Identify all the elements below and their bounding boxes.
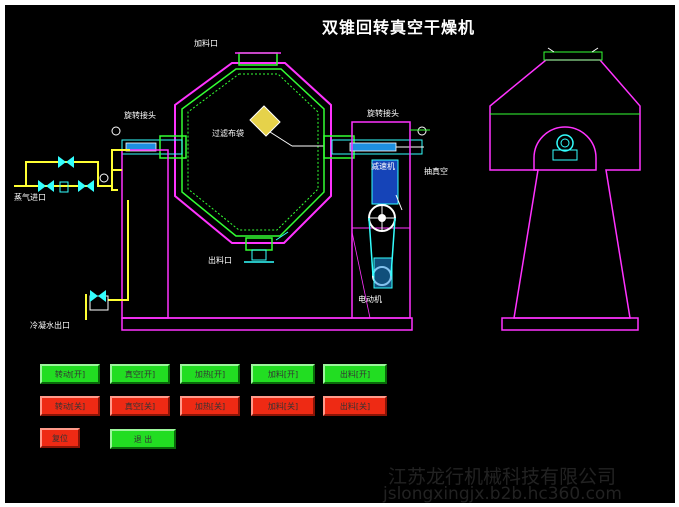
page-title: 双锥回转真空干燥机 bbox=[322, 18, 476, 37]
steam-pipeline bbox=[14, 149, 130, 320]
feed-on-button[interactable]: 加料[开] bbox=[251, 364, 315, 384]
rotate-on-button[interactable]: 转动[开] bbox=[40, 364, 100, 384]
discharge-on-button[interactable]: 出料[开] bbox=[323, 364, 387, 384]
vacuum-on-button[interactable]: 真空[开] bbox=[110, 364, 170, 384]
side-view bbox=[489, 47, 641, 331]
label-reducer: 减速机 bbox=[371, 162, 395, 171]
label-discharge: 出料口 bbox=[208, 256, 232, 265]
label-feed-inlet: 加料口 bbox=[194, 39, 218, 48]
label-steam-inlet: 蒸气进口 bbox=[14, 193, 46, 202]
vessel-outer-shell bbox=[174, 62, 332, 244]
hmi-panel bbox=[5, 5, 675, 503]
exit-button[interactable]: 退 出 bbox=[110, 429, 176, 449]
watermark-company: 江苏龙行机械科技有限公司 bbox=[388, 466, 617, 488]
heat-off-button[interactable]: 加热[关] bbox=[180, 396, 240, 416]
label-vacuum: 抽真空 bbox=[424, 167, 448, 176]
left-support bbox=[121, 149, 413, 331]
label-filter-bag: 过滤布袋 bbox=[212, 129, 244, 138]
reset-button[interactable]: 复位 bbox=[40, 428, 80, 448]
drive-belt bbox=[368, 217, 396, 277]
motor-body bbox=[373, 257, 393, 289]
discharge-off-button[interactable]: 出料[关] bbox=[323, 396, 387, 416]
label-condensate-outlet: 冷凝水出口 bbox=[30, 321, 70, 330]
double-cone-vessel bbox=[174, 52, 332, 263]
watermark-website: jslongxingjx.b2b.hc360.com bbox=[383, 484, 622, 504]
rotate-off-button[interactable]: 转动[关] bbox=[40, 396, 100, 416]
filter-bag bbox=[249, 105, 281, 137]
reducer-box bbox=[371, 159, 399, 205]
right-support bbox=[351, 121, 430, 319]
vessel-insulation bbox=[187, 73, 319, 231]
vacuum-off-button[interactable]: 真空[关] bbox=[110, 396, 170, 416]
label-rotary-joint-left: 旋转接头 bbox=[124, 111, 156, 120]
heat-on-button[interactable]: 加热[开] bbox=[180, 364, 240, 384]
rotary-shaft bbox=[111, 126, 427, 159]
label-motor: 电动机 bbox=[358, 295, 382, 304]
feed-off-button[interactable]: 加料[关] bbox=[251, 396, 315, 416]
label-rotary-joint-right: 旋转接头 bbox=[367, 109, 399, 118]
vessel-jacket bbox=[181, 68, 325, 237]
